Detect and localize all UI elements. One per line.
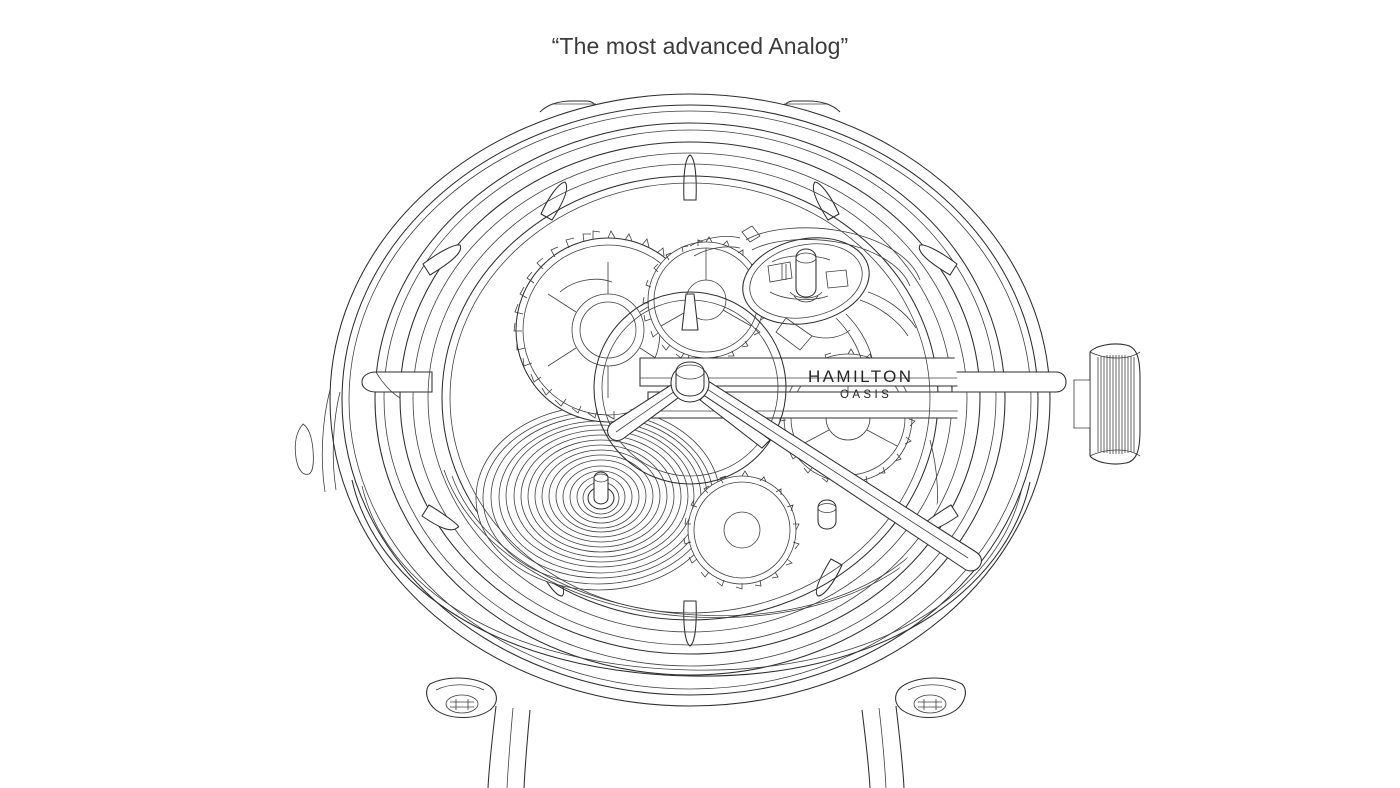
brand-model: OASIS (840, 389, 892, 401)
watch-hands (594, 292, 981, 571)
lug-screw-left (446, 695, 478, 713)
hour-marker-6 (684, 601, 697, 646)
hour-hand (608, 378, 694, 440)
watch-lug-bottom (352, 480, 1030, 718)
page-title: “The most advanced Analog” (551, 33, 849, 59)
dial-branding: HAMILTON OASIS (808, 367, 913, 401)
hour-marker-9 (362, 372, 432, 392)
watch-strap (488, 706, 904, 788)
balance-wheel (735, 227, 878, 336)
hour-marker-8 (422, 505, 459, 530)
hour-marker-2 (919, 245, 957, 275)
watch-movement: HAMILTON OASIS (428, 164, 958, 632)
movement-jewel (818, 500, 836, 529)
watch-crown[interactable] (1074, 344, 1140, 464)
hour-marker-3 (952, 372, 1066, 392)
brand-name: HAMILTON (808, 367, 913, 386)
hour-marker-12 (684, 155, 697, 200)
minute-hand (684, 372, 981, 571)
gear-wheel-escape (683, 470, 800, 590)
mainspring-barrel (476, 406, 720, 590)
lug-screw-right (914, 695, 946, 713)
case-flank-left (295, 390, 340, 492)
hour-marker-10 (423, 245, 461, 275)
hour-markers (362, 155, 1066, 646)
